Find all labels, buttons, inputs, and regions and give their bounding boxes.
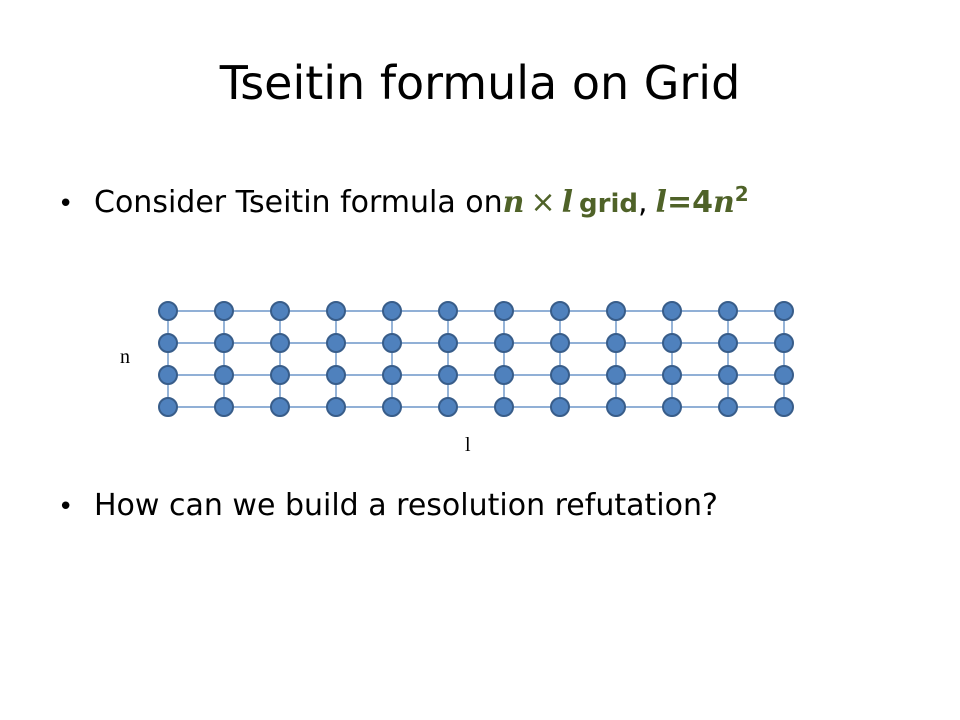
eq-sign: =4 (666, 185, 713, 220)
grid-node (438, 397, 458, 417)
var-l: l (561, 185, 574, 220)
grid-node (158, 333, 178, 353)
grid-node (718, 333, 738, 353)
grid-node (718, 397, 738, 417)
times-symbol: × (530, 185, 556, 220)
bullet-question-text: How can we build a resolution refutation… (94, 488, 718, 523)
grid-node (270, 301, 290, 321)
grid-node (662, 333, 682, 353)
grid-node (494, 365, 514, 385)
grid-node (214, 333, 234, 353)
grid-node (214, 301, 234, 321)
grid-node (214, 397, 234, 417)
grid-node (774, 397, 794, 417)
eq-n: n (712, 185, 735, 220)
grid-node (438, 301, 458, 321)
grid-node (382, 301, 402, 321)
grid-node (270, 397, 290, 417)
grid-node (382, 333, 402, 353)
grid-label-n: n (120, 346, 130, 368)
grid-node (326, 333, 346, 353)
eq-l: l (655, 185, 667, 220)
grid-node (774, 301, 794, 321)
grid-node (662, 301, 682, 321)
var-n: n (502, 185, 525, 220)
exponent: 2 (734, 182, 749, 206)
grid-label-l: l (465, 434, 471, 456)
grid-node (382, 365, 402, 385)
grid-node (270, 333, 290, 353)
grid-node (270, 365, 290, 385)
bullet-point-icon: • (58, 189, 74, 219)
grid-node (158, 397, 178, 417)
grid-node (494, 333, 514, 353)
length-equation: l=4n2 (656, 182, 749, 221)
grid-node (326, 365, 346, 385)
grid-node (550, 365, 570, 385)
grid-node (662, 397, 682, 417)
grid-node (550, 333, 570, 353)
grid-node (774, 333, 794, 353)
grid-node (158, 365, 178, 385)
slide-title: Tseitin formula on Grid (219, 56, 741, 110)
bullet-point-icon: • (58, 492, 74, 522)
grid-node (606, 365, 626, 385)
grid-node (550, 397, 570, 417)
grid-node (214, 365, 234, 385)
grid-node (382, 397, 402, 417)
grid-node (158, 301, 178, 321)
grid-node (606, 333, 626, 353)
grid-node (494, 301, 514, 321)
grid-node (326, 397, 346, 417)
grid-node (438, 333, 458, 353)
bullet-question: • How can we build a resolution refutati… (58, 488, 718, 524)
grid-node (494, 397, 514, 417)
comma: , (638, 185, 648, 220)
grid-node (550, 301, 570, 321)
grid-node (438, 365, 458, 385)
grid-node (606, 301, 626, 321)
grid-word: grid (579, 189, 638, 219)
grid-node (662, 365, 682, 385)
grid-node (718, 365, 738, 385)
grid-node (718, 301, 738, 321)
bullet-text-prefix: Consider Tseitin formula on (94, 185, 503, 220)
grid-node (606, 397, 626, 417)
grid-node (774, 365, 794, 385)
grid-node (326, 301, 346, 321)
